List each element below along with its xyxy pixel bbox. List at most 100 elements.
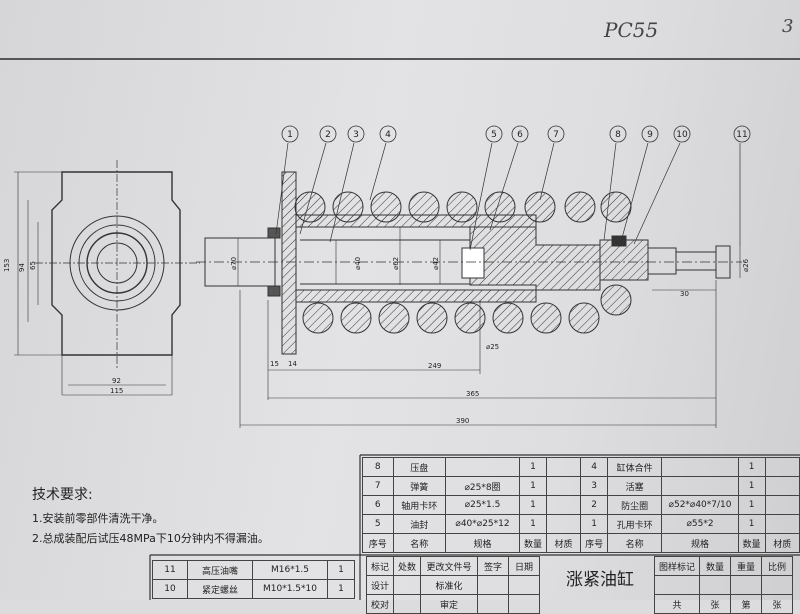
- balloon-8: 8: [615, 130, 621, 140]
- dim-40: ⌀40: [354, 257, 362, 270]
- rev-col: 处数: [393, 556, 421, 576]
- rev-cell: [393, 594, 421, 614]
- sheet-no-unit: 张: [761, 594, 793, 614]
- bom-cell: [545, 457, 582, 477]
- bom-cell: 2: [580, 495, 609, 515]
- dim-390: 390: [456, 417, 469, 425]
- drawing-code: PC55: [604, 18, 659, 42]
- bom-cell: 1: [519, 495, 547, 515]
- attr-val: [699, 575, 731, 595]
- dim-26: ⌀26: [742, 258, 750, 272]
- bom-cell: 5: [362, 514, 394, 534]
- bom-cell: 防尘圈: [607, 495, 663, 515]
- bom-cell: 1: [327, 560, 355, 580]
- revision-table: 标记 处数 更改文件号 签字 日期 设计 标准化 校对 审定: [366, 556, 540, 614]
- rev-cell: 标准化: [420, 575, 478, 595]
- balloon-2: 2: [325, 130, 331, 140]
- dim-249: 249: [428, 362, 441, 370]
- attr-val: [654, 575, 700, 595]
- rev-cell: 审定: [420, 594, 478, 614]
- bom-cell: ⌀25*8圈: [444, 476, 521, 496]
- bom-cell: [764, 495, 800, 515]
- leader-lines: [275, 142, 741, 251]
- mechanical-drawing: 153 94 65 92 115: [3, 125, 800, 600]
- section-dimension-lines: [237, 227, 741, 428]
- bom-cell: 活塞: [607, 476, 663, 496]
- rev-col: 日期: [508, 556, 540, 576]
- dim-oring-25: ⌀25: [486, 343, 499, 351]
- rev-cell: [477, 594, 509, 614]
- dim-94: 94: [18, 263, 26, 272]
- attr-col: 图样标记: [654, 556, 700, 576]
- rev-cell: [393, 575, 421, 595]
- bom-header-cell: 名称: [392, 533, 446, 553]
- bom-cell: 8: [362, 457, 394, 477]
- bom-cell: 10: [152, 579, 188, 599]
- balloon-6: 6: [517, 130, 523, 140]
- bom-header-row: 序号名称规格数量材质序号名称规格数量材质: [362, 533, 800, 553]
- spring-coils: [294, 191, 632, 334]
- bom-cell: 高压油嘴: [187, 560, 253, 580]
- sheet-total-unit: 张: [699, 594, 731, 614]
- bom-header-cell: 规格: [661, 533, 739, 553]
- bom-cell: [444, 457, 521, 477]
- tech-req-line-1: 1.安装前零部件清洗干净。: [32, 512, 164, 525]
- bom-header-cell: 数量: [737, 533, 766, 553]
- bom-cell: [661, 457, 739, 477]
- bom-header-cell: 名称: [607, 533, 663, 553]
- bom-cell: ⌀55*2: [661, 514, 739, 534]
- bom-header-cell: 规格: [444, 533, 521, 553]
- dim-70: ⌀70: [230, 257, 238, 270]
- rev-cell: 设计: [366, 575, 394, 595]
- frame-line: [0, 58, 800, 602]
- bom-cell: ⌀25*1.5: [444, 495, 521, 515]
- bom-cell: [661, 476, 739, 496]
- dim-115: 115: [110, 387, 123, 395]
- rev-cell: [508, 594, 540, 614]
- bom-header-cell: 材质: [545, 533, 582, 553]
- bom-header-cell: 序号: [580, 533, 609, 553]
- dim-65: 65: [29, 261, 37, 270]
- bom-cell: 缸体合件: [607, 457, 663, 477]
- tech-req-line-2: 2.总成装配后试压48MPa下10分钟内不得漏油。: [32, 532, 269, 545]
- balloon-9: 9: [647, 130, 653, 140]
- section-view: [196, 171, 742, 355]
- bom-cell: 1: [580, 514, 609, 534]
- bom-cell: [545, 476, 582, 496]
- bom-cell: ⌀52*⌀40*7/10: [661, 495, 739, 515]
- bom-cell: 4: [580, 457, 609, 477]
- bom-cell: 1: [519, 457, 547, 477]
- bom-cell: 6: [362, 495, 394, 515]
- balloon-5: 5: [491, 130, 497, 140]
- page-number-fragment: 3: [782, 16, 794, 37]
- title-block-frame: [149, 454, 800, 600]
- bom-cell: 11: [152, 560, 188, 580]
- bom-cell: 1: [737, 476, 766, 496]
- dim-42: ⌀42: [432, 257, 440, 270]
- bom-header-cell: 材质: [764, 533, 800, 553]
- tech-req-title: 技术要求:: [32, 487, 93, 503]
- bom-cell: 1: [737, 457, 766, 477]
- bom-cell: 紧定螺丝: [187, 579, 253, 599]
- dim-15: 15: [270, 360, 279, 368]
- rev-cell: 校对: [366, 594, 394, 614]
- bom-header-cell: 数量: [519, 533, 547, 553]
- bom-cell: 弹簧: [392, 476, 446, 496]
- dim-30: 30: [680, 290, 689, 298]
- sheet-total: 共: [654, 594, 700, 614]
- balloon-11: 11: [736, 130, 747, 140]
- rev-col: 标记: [366, 556, 394, 576]
- bom-header-cell: 序号: [362, 533, 394, 553]
- bom-cell: 1: [737, 514, 766, 534]
- bom-cell: [545, 514, 582, 534]
- bom-cell: 1: [327, 579, 355, 599]
- rev-cell: [477, 575, 509, 595]
- balloon-1: 1: [287, 130, 293, 140]
- bom-cell: 轴用卡环: [392, 495, 446, 515]
